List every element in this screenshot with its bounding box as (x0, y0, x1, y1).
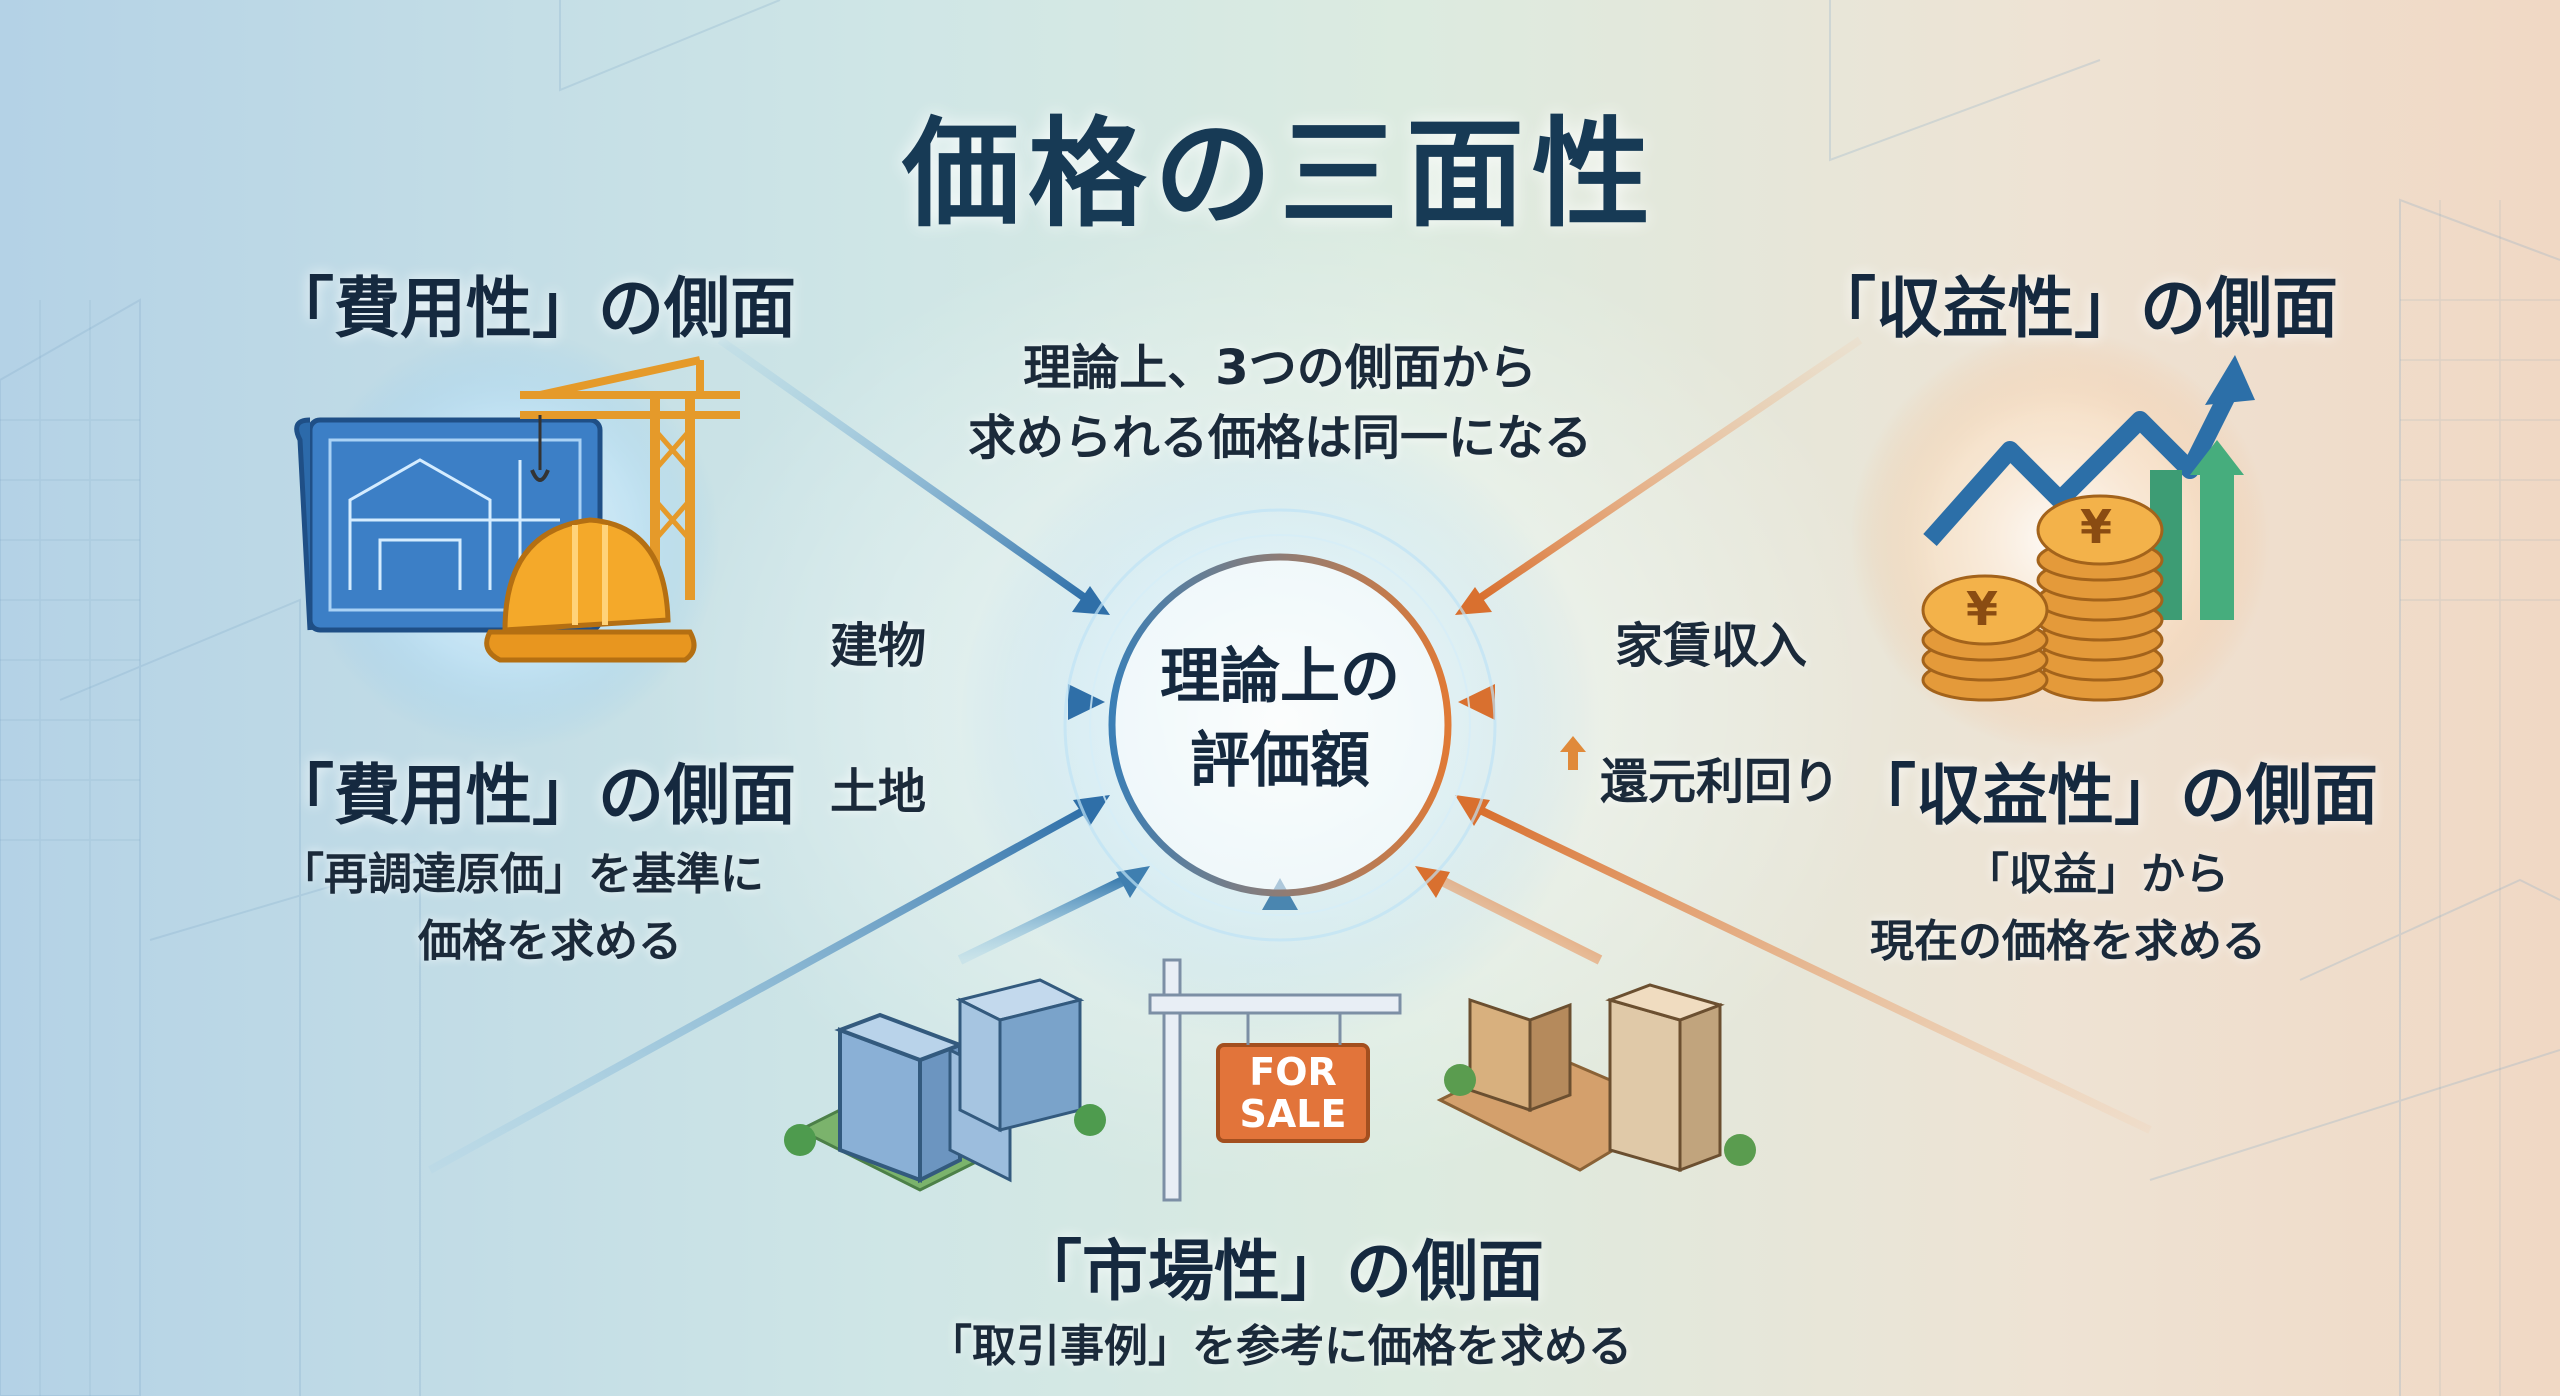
cost-description-line2: 価格を求める (418, 916, 682, 967)
cost-arrows (428, 336, 1298, 1174)
income-input-cap-rate: 還元利回り (1600, 754, 1841, 810)
market-description: 「取引事例」を参考に価格を求める (928, 1321, 1632, 1372)
for-sale-sign-line1: FOR (1249, 1050, 1337, 1094)
center-circle-line1: 理論上の (1160, 642, 1400, 712)
cap-rate-up-arrow-icon (1560, 736, 1586, 770)
yen-coins-icon (1921, 494, 2164, 702)
cost-input-land: 土地 (830, 764, 927, 820)
center-circle-line2: 評価額 (1190, 726, 1370, 796)
market-heading: 「市場性」の側面 (1016, 1233, 1544, 1310)
yen-coin-symbol-top: ¥ (2080, 500, 2113, 554)
income-input-rent: 家賃収入 (1615, 618, 1808, 674)
cost-heading-top: 「費用性」の側面 (268, 270, 796, 347)
apartment-building-icon (784, 978, 1756, 1192)
diagram-title: 価格の三面性 (901, 105, 1658, 243)
yen-coin-symbol-front: ¥ (1966, 582, 1999, 636)
hard-hat-icon (484, 517, 697, 663)
center-note-line1: 理論上、3つの側面から (1023, 340, 1537, 396)
cost-input-building: 建物 (830, 618, 927, 674)
cost-heading-bottom: 「費用性」の側面 (268, 757, 796, 834)
center-note-line2: 求められる価格は同一になる (967, 410, 1592, 466)
income-description-line1: 「収益」から (1965, 849, 2229, 900)
for-sale-sign-icon (1148, 958, 1402, 1202)
income-heading-top: 「収益性」の側面 (1810, 270, 2338, 347)
income-description-line2: 現在の価格を求める (1870, 916, 2266, 967)
center-ring (1063, 508, 1497, 942)
income-heading-bottom: 「収益性」の側面 (1850, 757, 2378, 834)
for-sale-sign-line2: SALE (1239, 1092, 1347, 1136)
income-arrows (1415, 336, 2152, 1134)
cost-description-line1: 「再調達原価」を基準に (280, 849, 764, 900)
